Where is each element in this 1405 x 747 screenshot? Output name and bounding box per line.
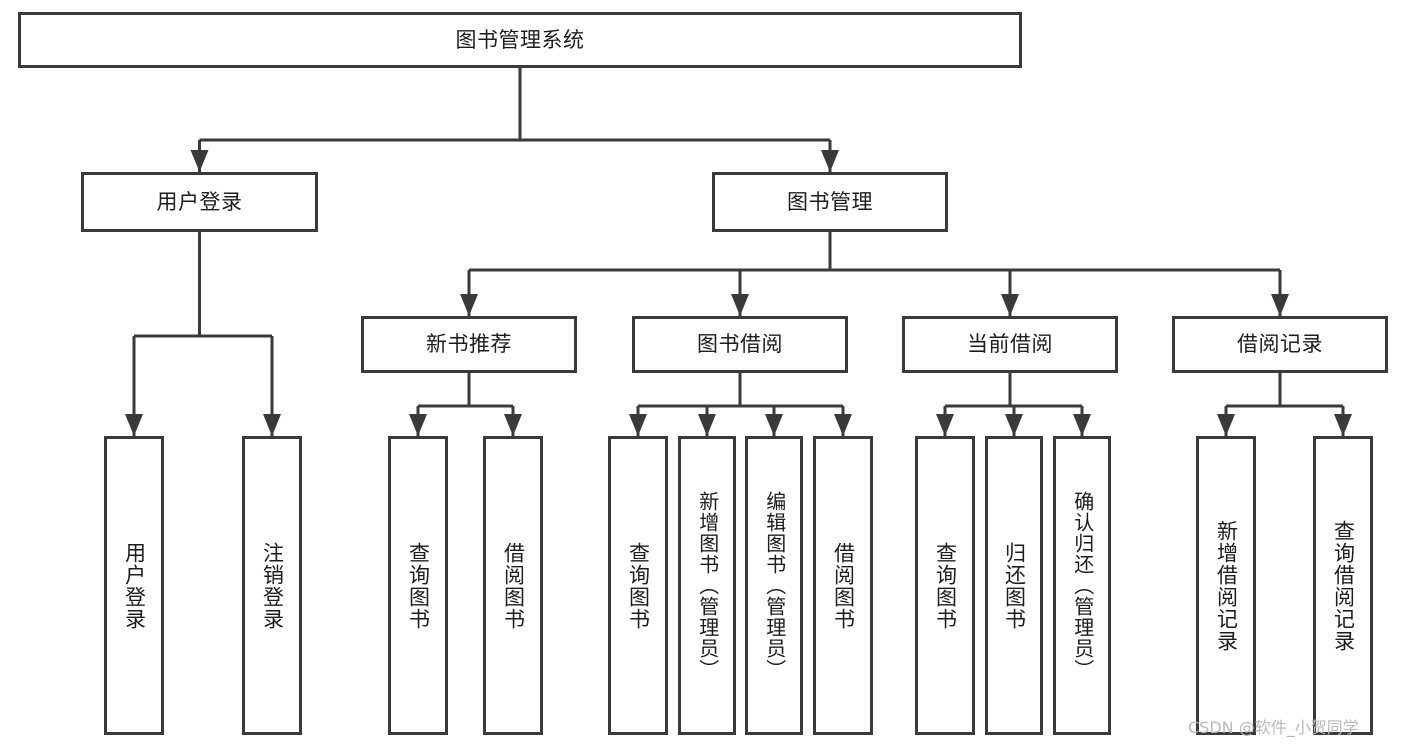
arrow-head-icon: [1334, 414, 1352, 436]
connectors-group: [125, 68, 1352, 436]
arrow-head-icon: [731, 294, 749, 316]
arrow-head-icon: [765, 414, 783, 436]
node-box-new-book-rec[interactable]: [361, 316, 577, 373]
node-box-leaf-return-book[interactable]: [985, 436, 1043, 735]
arrow-head-icon: [629, 414, 647, 436]
node-box-leaf-query-book-2[interactable]: [608, 436, 668, 735]
node-box-book-borrow[interactable]: [632, 316, 848, 373]
node-box-leaf-user-login[interactable]: [104, 436, 164, 735]
arrow-head-icon: [409, 414, 427, 436]
arrow-head-icon: [1271, 294, 1289, 316]
arrow-head-icon: [936, 414, 954, 436]
arrow-head-icon: [504, 414, 522, 436]
node-box-user-login[interactable]: [81, 172, 318, 232]
node-box-leaf-user-logout[interactable]: [242, 436, 302, 735]
node-boxes-group: [18, 12, 1388, 735]
arrow-head-icon: [263, 414, 281, 436]
node-box-current-borrow[interactable]: [902, 316, 1118, 373]
arrow-head-icon: [1073, 414, 1091, 436]
arrow-head-icon: [1217, 414, 1235, 436]
node-box-leaf-borrow-book-1[interactable]: [483, 436, 543, 735]
arrow-head-icon: [834, 414, 852, 436]
node-box-borrow-record[interactable]: [1172, 316, 1388, 373]
arrow-head-icon: [190, 150, 209, 172]
node-box-leaf-borrow-book-2[interactable]: [813, 436, 873, 735]
node-box-book-manage[interactable]: [712, 172, 948, 232]
node-box-leaf-confirm-return[interactable]: [1053, 436, 1111, 735]
arrow-head-icon: [698, 414, 716, 436]
node-box-leaf-add-record[interactable]: [1196, 436, 1256, 735]
arrow-head-icon: [125, 414, 143, 436]
arrow-head-icon: [821, 150, 839, 172]
arrow-head-icon: [460, 294, 478, 316]
arrow-head-icon: [1005, 414, 1023, 436]
node-box-leaf-query-book-1[interactable]: [388, 436, 448, 735]
node-box-leaf-query-record[interactable]: [1313, 436, 1373, 735]
arrow-head-icon: [1001, 294, 1019, 316]
node-box-leaf-edit-book[interactable]: [745, 436, 803, 735]
node-box-root[interactable]: [18, 12, 1022, 68]
node-box-leaf-query-book-3[interactable]: [915, 436, 975, 735]
node-box-leaf-add-book[interactable]: [678, 436, 736, 735]
